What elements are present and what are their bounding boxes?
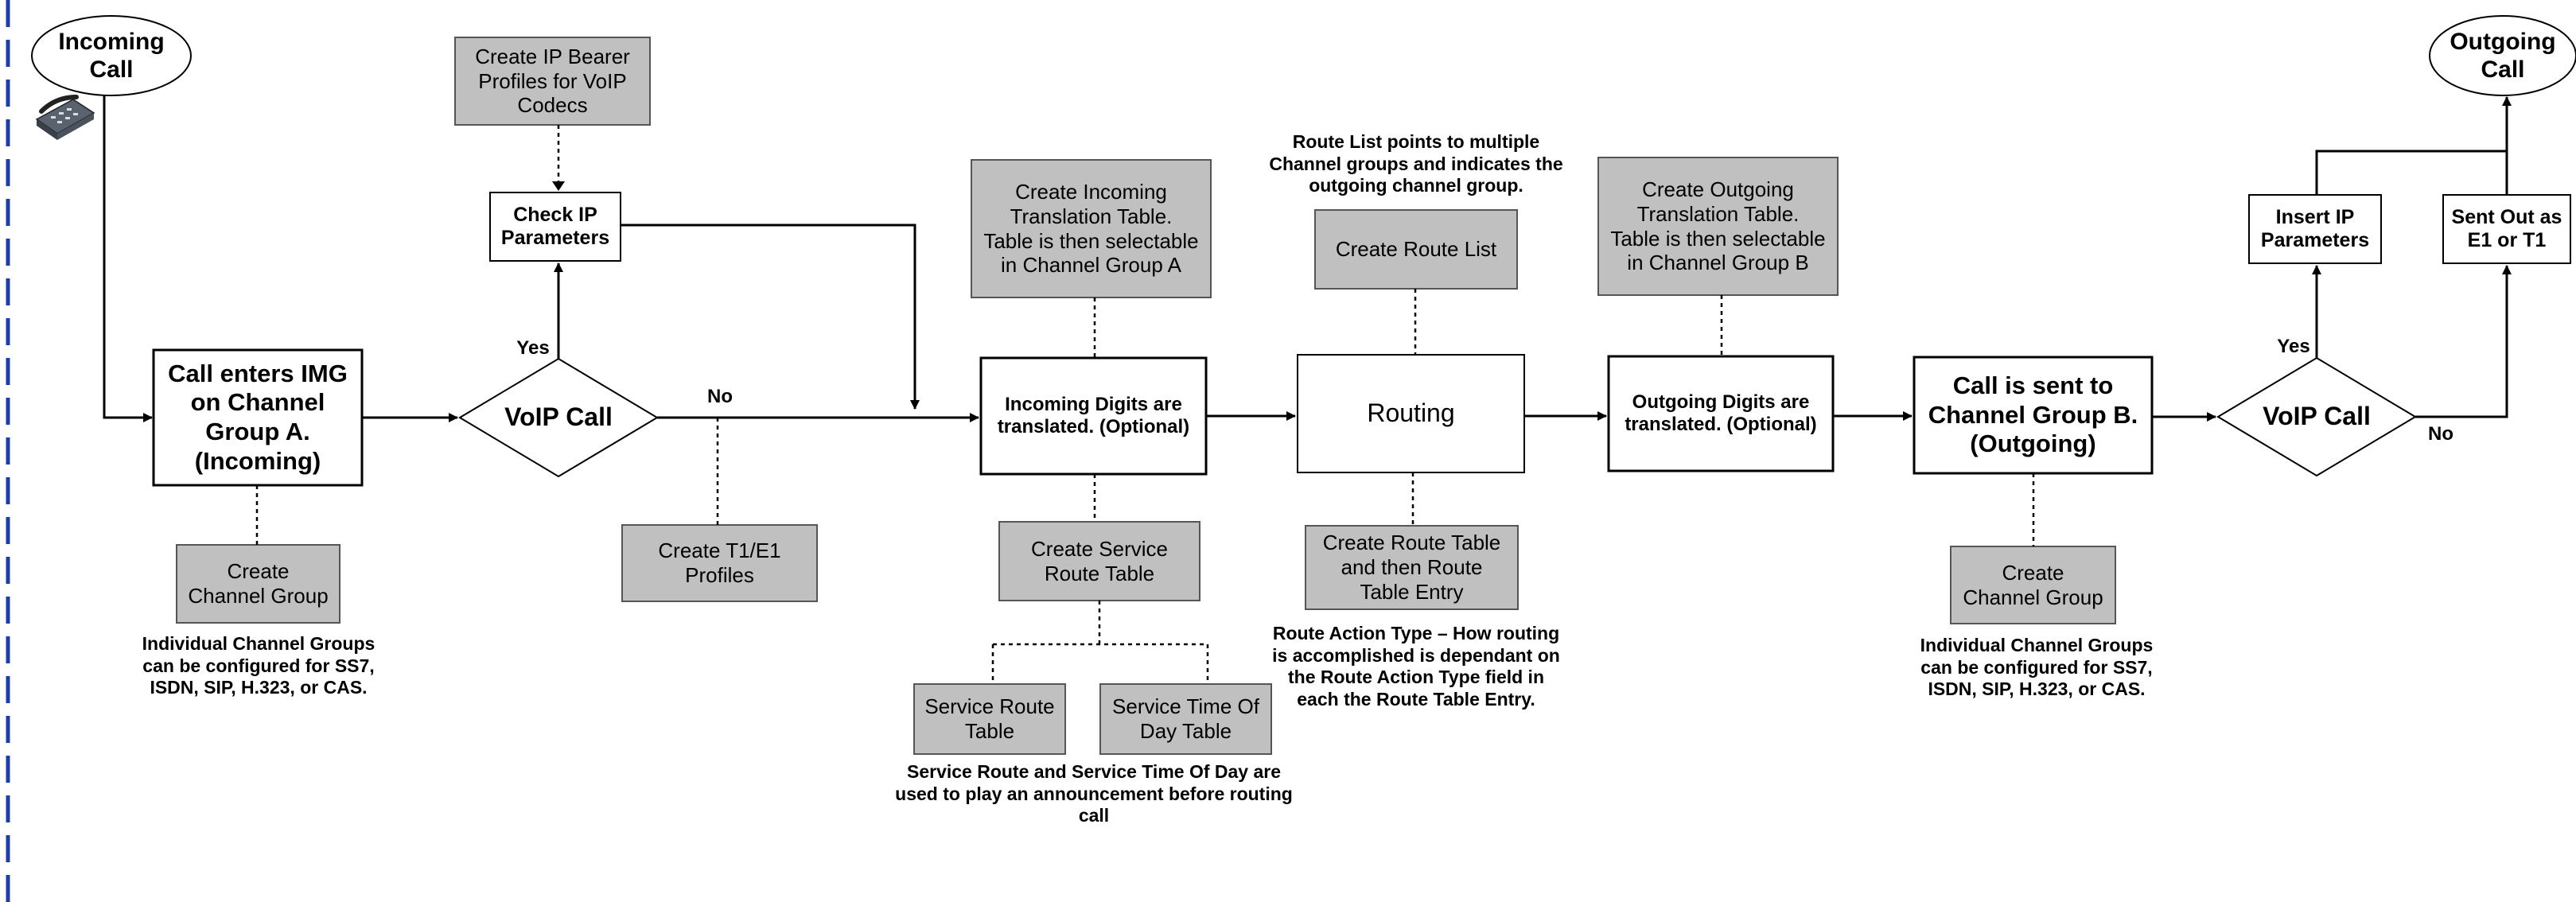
outgoing-digits-label: Outgoing Digits are translated. (Optiona…: [1625, 391, 1817, 435]
yes-label-1: Yes: [516, 337, 550, 359]
outgoing-table-label: Create Outgoing Translation Table. Table…: [1610, 177, 1826, 275]
check-ip-parameters-box: [489, 192, 621, 262]
route-list-note: Route List points to multiple Channel gr…: [1269, 131, 1563, 196]
check-ip-label: Check IP Parameters: [500, 203, 610, 250]
connector-incoming-to-enter: [103, 95, 153, 422]
sent-out-box: [2442, 194, 2571, 264]
voip-call-2-label: VoIP Call: [2263, 402, 2371, 431]
incoming-table-label: Create Incoming Translation Table. Table…: [983, 180, 1199, 278]
route-table-label: Create Route Table and then Route Table …: [1322, 531, 1501, 604]
insert-ip-parameters-box: [2248, 194, 2382, 264]
t1e1-label: Create T1/E1 Profiles: [658, 538, 781, 587]
no-label-2: No: [2428, 423, 2453, 445]
insert-ip-label: Insert IP Parameters: [2260, 205, 2370, 252]
call-sent-label: Call is sent to Channel Group B. (Outgoi…: [1928, 371, 2138, 458]
telephone-icon: [35, 95, 95, 140]
outgoing-digits-box: [1607, 355, 1835, 472]
yes-label-2: Yes: [2277, 336, 2310, 357]
service-tod-table-box: [1099, 683, 1272, 755]
voip-call-1-label: VoIP Call: [504, 402, 613, 432]
create-t1e1-profiles-box: [621, 524, 818, 602]
routing-box: [1297, 354, 1525, 473]
routing-label: Routing: [1367, 399, 1455, 428]
call-sent-box: [1913, 356, 2154, 475]
route-action-note: Route Action Type – How routing is accom…: [1272, 623, 1560, 710]
outgoing-call-terminal: [2429, 15, 2576, 96]
dotted-arrowhead: [552, 181, 565, 191]
service-route-note: Service Route and Service Time Of Day ar…: [895, 761, 1293, 826]
outgoing-call-label: Outgoing Call: [2450, 28, 2556, 83]
service-route-table-box: [913, 683, 1066, 755]
dotted-serviceroute-branch: [991, 601, 1209, 684]
connector-voip2-to-sentout: [2415, 265, 2512, 418]
connector-checkip-to-main: [621, 224, 920, 410]
connector-insertip-merge: [2315, 150, 2507, 195]
channel-groups-a-note: Individual Channel Groups can be configu…: [142, 633, 376, 698]
incoming-digits-label: Incoming Digits are translated. (Optiona…: [997, 393, 1190, 437]
service-route-label: Create Service Route Table: [1031, 536, 1168, 585]
create-channel-group-b-box: [1950, 546, 2116, 624]
create-channel-group-a-box: [176, 544, 340, 624]
incoming-call-terminal: [31, 15, 192, 96]
call-enters-label: Call enters IMG on Channel Group A. (Inc…: [168, 359, 348, 475]
ip-bearer-profiles-box: [454, 37, 651, 126]
create-route-table-box: [1305, 525, 1519, 610]
incoming-call-label: Incoming Call: [58, 28, 165, 83]
no-label-1: No: [707, 386, 733, 407]
channel-group-a-label: Create Channel Group: [188, 559, 329, 608]
sent-out-label: Sent Out as E1 or T1: [2451, 205, 2562, 252]
incoming-digits-box: [979, 356, 1208, 476]
ip-bearer-label: Create IP Bearer Profiles for VoIP Codec…: [475, 44, 630, 118]
incoming-translation-table-box: [971, 159, 1212, 298]
channel-groups-b-note: Individual Channel Groups can be configu…: [1920, 635, 2154, 700]
service-route-table-label: Service Route Table: [924, 694, 1055, 743]
call-enters-box: [152, 348, 364, 487]
outgoing-translation-table-box: [1597, 157, 1839, 296]
channel-group-b-label: Create Channel Group: [1963, 560, 2103, 609]
service-tod-table-label: Service Time Of Day Table: [1112, 694, 1259, 743]
route-list-label: Create Route List: [1335, 237, 1497, 262]
